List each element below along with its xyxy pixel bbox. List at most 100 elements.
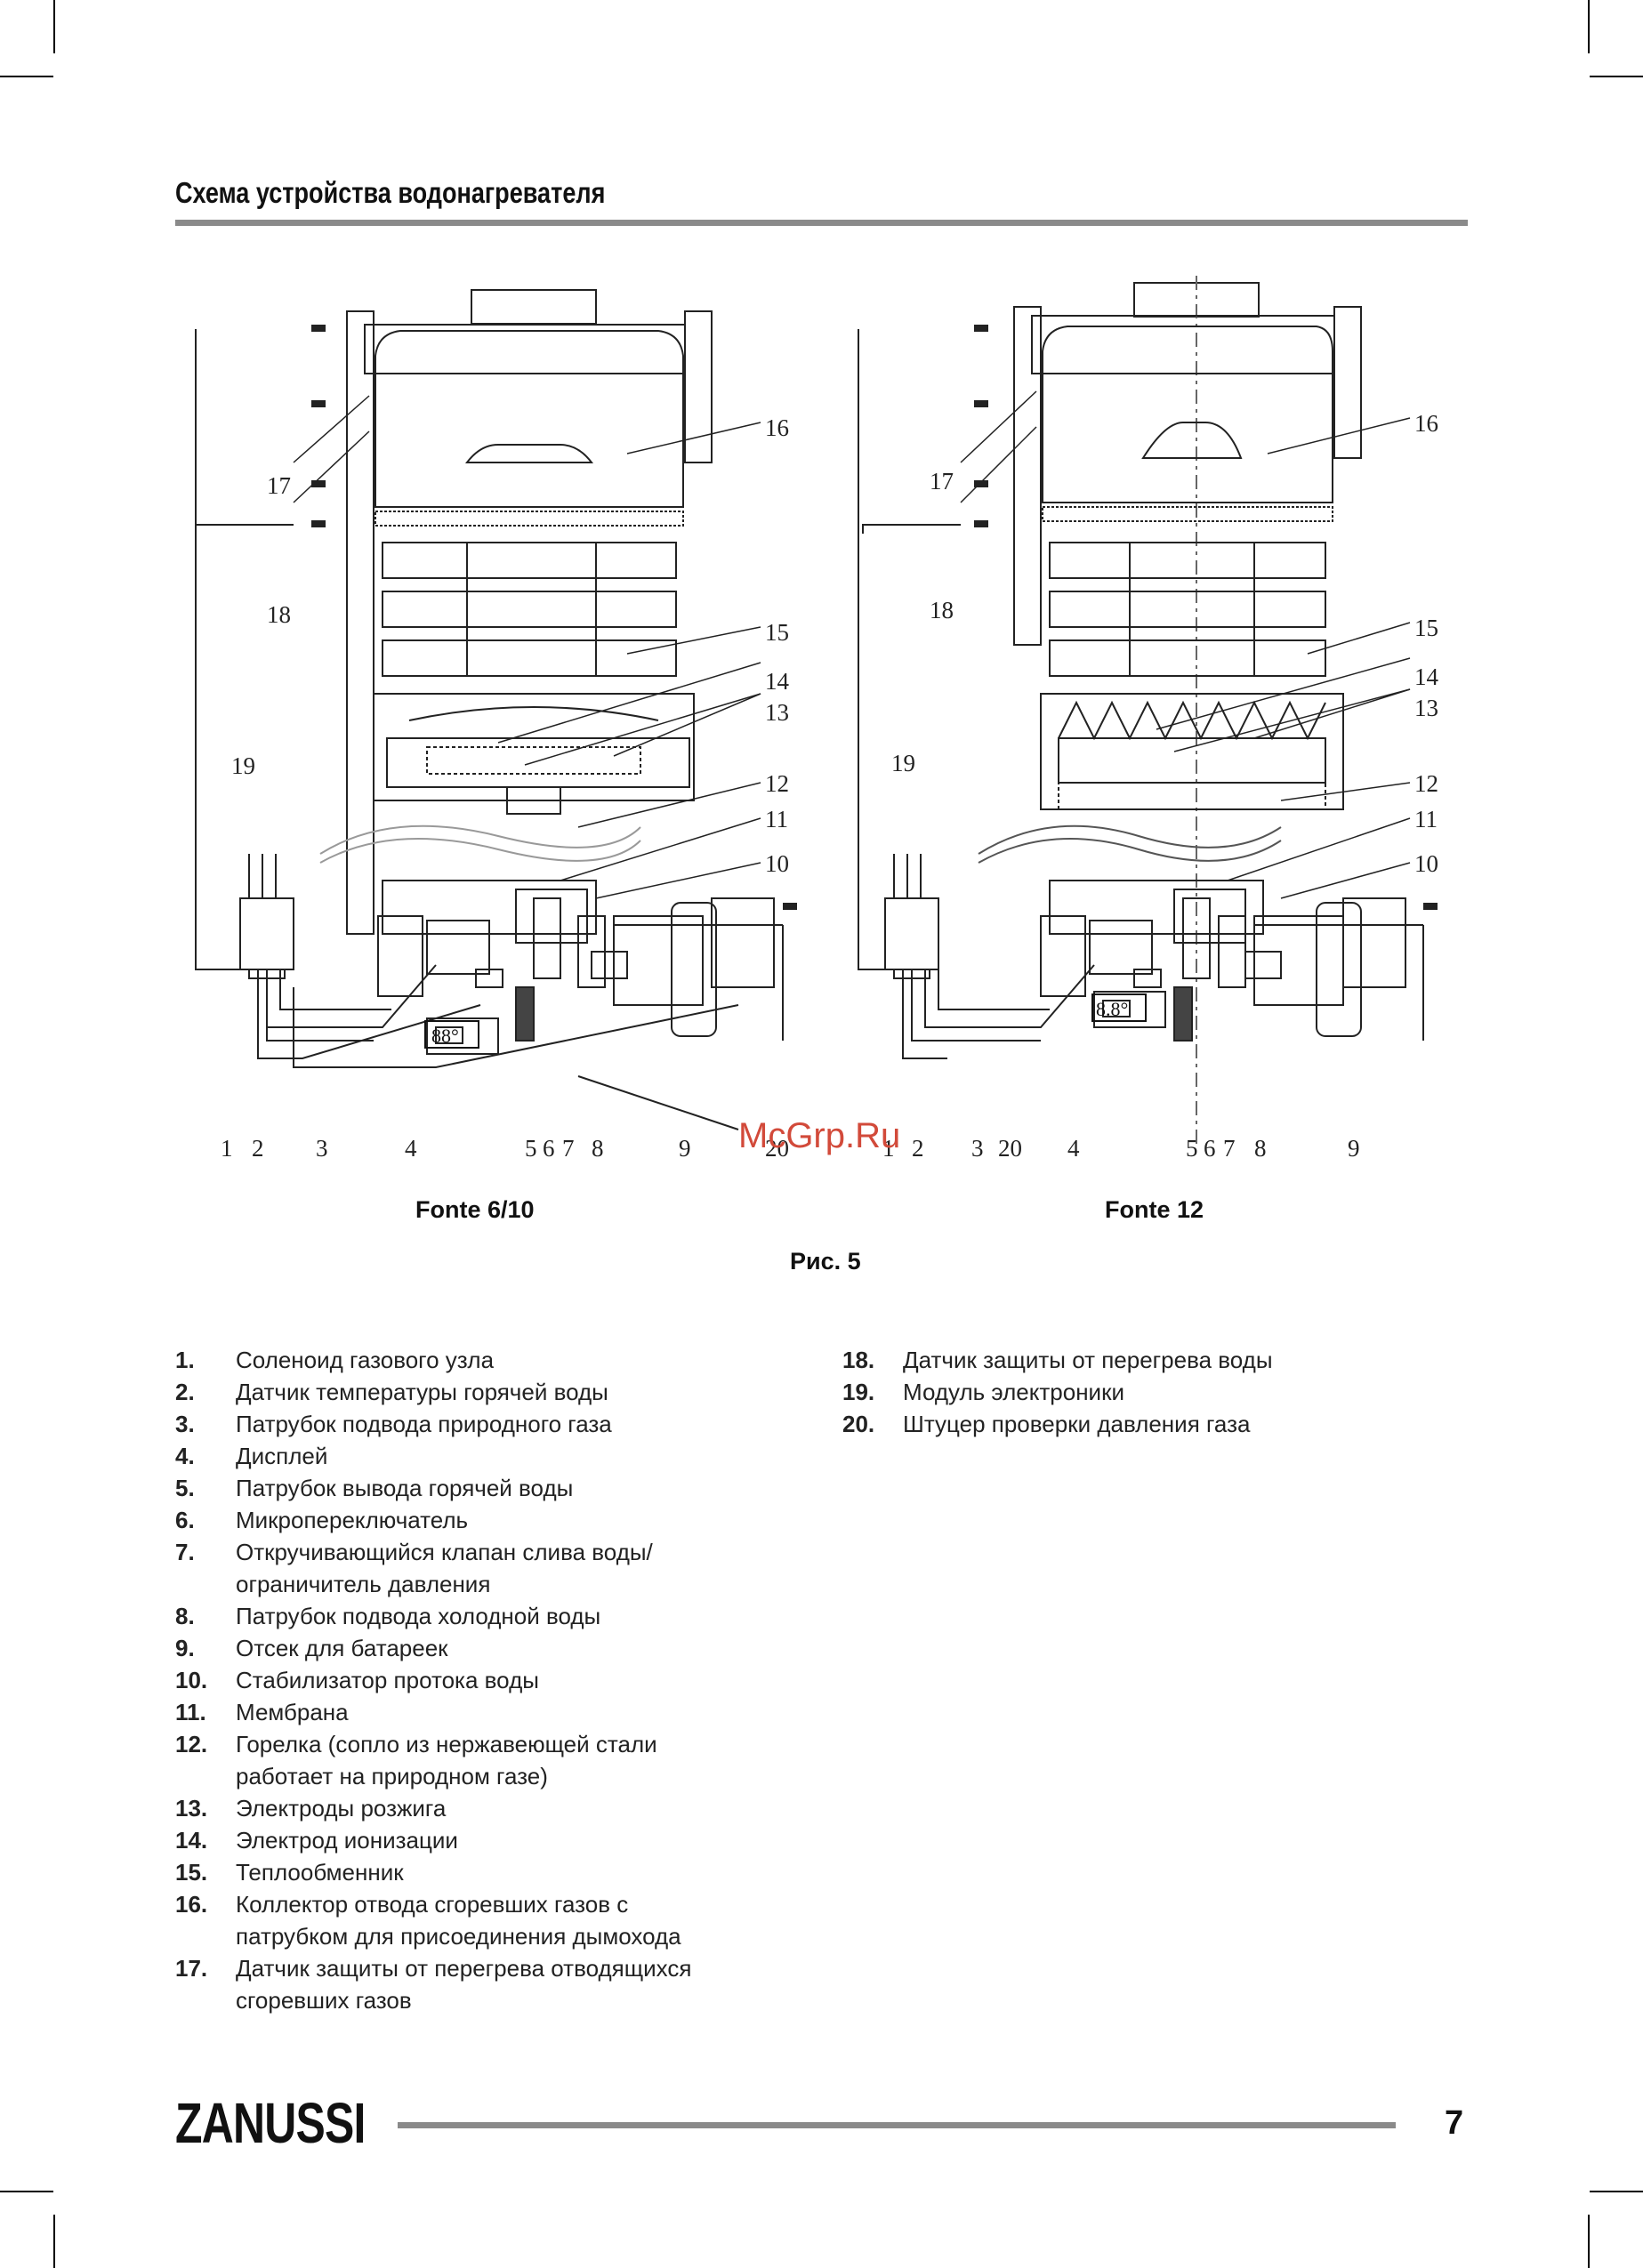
legend-text: Соленоид газового узла xyxy=(236,1347,495,1373)
right-display-readout: 8.8° xyxy=(1096,998,1128,1020)
legend-col2: 18. Датчик защиты от перегрева воды 19. Мод… xyxy=(842,1344,1483,1440)
legend-text: Откручивающийся клапан слива воды/ огран… xyxy=(236,1539,653,1597)
legend-text: Датчик защиты от перегрева воды xyxy=(903,1347,1273,1373)
callout-18: 18 xyxy=(930,597,954,623)
legend-item: 17.Датчик защиты от перегрева отводящихс… xyxy=(175,1952,816,2016)
callout-14: 14 xyxy=(765,668,790,695)
callout-4: 4 xyxy=(405,1135,417,1162)
callout-13: 13 xyxy=(765,699,789,726)
callout-19: 19 xyxy=(891,750,915,776)
callout-19: 19 xyxy=(231,752,255,779)
callout-1: 1 xyxy=(221,1135,233,1162)
callout-15: 15 xyxy=(1414,615,1438,641)
legend-text: Электроды розжига xyxy=(236,1795,447,1822)
page-title: Схема устройства водонагревателя xyxy=(175,176,606,209)
legend-text: Горелка (сопло из нержавеющей стали рабо… xyxy=(236,1731,657,1789)
callout-4: 4 xyxy=(1067,1135,1080,1162)
callout-18: 18 xyxy=(267,601,291,628)
legend-item: 2. Датчик температуры горячей воды xyxy=(175,1376,816,1408)
legend-number: 8. xyxy=(175,1603,195,1629)
legend-text: Патрубок подвода природного газа xyxy=(236,1411,612,1437)
callout-leaders xyxy=(293,390,1411,899)
legend-item: 1. Соленоид газового узла xyxy=(175,1344,816,1376)
legend-number: 18. xyxy=(842,1347,875,1373)
legend-number: 12. xyxy=(175,1731,208,1757)
crop-mark xyxy=(1590,2191,1643,2192)
watermark: McGrp.Ru xyxy=(738,1116,901,1155)
legend-text: Патрубок вывода горячей воды xyxy=(236,1475,574,1501)
legend-number: 1. xyxy=(175,1347,195,1373)
callout-2: 2 xyxy=(252,1135,264,1162)
legend-text: Микропереключатель xyxy=(236,1507,469,1533)
crop-mark xyxy=(0,2191,53,2192)
legend-item: 4. Дисплей xyxy=(175,1440,816,1472)
heater-diagram: 88° 8.8° 1 2 3 4 5 6 7 8 9 xyxy=(160,276,1494,1183)
legend-number: 2. xyxy=(175,1379,195,1405)
crop-mark xyxy=(1588,2215,1590,2268)
callout-3: 3 xyxy=(971,1135,984,1162)
legend-text: Мембрана xyxy=(236,1699,349,1725)
left-callouts: 1 2 3 4 5 6 7 8 9 10 11 12 13 14 15 16 1… xyxy=(221,414,790,1162)
callout-17: 17 xyxy=(930,468,954,495)
legend-number: 16. xyxy=(175,1891,208,1918)
legend-item: 15. Теплообменник xyxy=(175,1856,816,1888)
callout-10: 10 xyxy=(1414,850,1438,877)
legend-number: 5. xyxy=(175,1475,195,1501)
legend-col1: 1. Соленоид газового узла 2. Датчик темпера… xyxy=(175,1344,816,2016)
callout-8: 8 xyxy=(592,1135,604,1162)
left-display: 88° xyxy=(424,1020,479,1049)
legend-number: 19. xyxy=(842,1379,875,1405)
legend-number: 10. xyxy=(175,1667,208,1693)
legend-item: 9.Отсек для батареек xyxy=(175,1632,816,1664)
legend-number: 7. xyxy=(175,1539,195,1565)
callout-2: 2 xyxy=(912,1135,924,1162)
legend-number: 15. xyxy=(175,1859,208,1886)
callout-10: 10 xyxy=(765,850,789,877)
legend-text: Модуль электроники xyxy=(903,1379,1124,1405)
page-number: 7 xyxy=(1445,2104,1464,2142)
legend-number: 4. xyxy=(175,1443,195,1469)
left-display-readout: 88° xyxy=(431,1025,459,1047)
legend-number: 3. xyxy=(175,1411,195,1437)
legend-item: 20.Штуцер проверки давления газа xyxy=(842,1408,1483,1440)
callout-16: 16 xyxy=(765,414,789,441)
callout-9: 9 xyxy=(1348,1135,1360,1162)
right-unit-drawing xyxy=(858,276,1424,1147)
callout-5: 5 xyxy=(1186,1135,1198,1162)
legend-text: Электрод ионизации xyxy=(236,1827,458,1854)
legend-text: Датчик защиты от перегрева отводящихся с… xyxy=(236,1955,692,2014)
crop-mark xyxy=(1590,76,1643,77)
crop-mark xyxy=(53,0,55,53)
callout-14: 14 xyxy=(1414,664,1439,690)
legend-item: 19. Модуль электроники xyxy=(842,1376,1483,1408)
legend-text: Патрубок подвода холодной воды xyxy=(236,1603,601,1629)
legend-item: 3. Патрубок подвода природного газа xyxy=(175,1408,816,1440)
legend-text: Отсек для батареек xyxy=(236,1635,448,1661)
legend-item: 5. Патрубок вывода горячей воды xyxy=(175,1472,816,1504)
legend-text: Коллектор отвода сгоревших газов с патру… xyxy=(236,1891,681,1950)
legend-number: 6. xyxy=(175,1507,195,1533)
legend-text: Дисплей xyxy=(236,1443,328,1469)
callout-15: 15 xyxy=(765,619,789,646)
legend-text: Штуцер проверки давления газа xyxy=(903,1411,1251,1437)
callout-13: 13 xyxy=(1414,695,1438,721)
title-rule xyxy=(175,220,1468,226)
legend-item: 18. Датчик защиты от перегрева воды xyxy=(842,1344,1483,1376)
legend-item: 11. Мембрана xyxy=(175,1696,816,1728)
legend-text: Датчик температуры горячей воды xyxy=(236,1379,608,1405)
footer-rule xyxy=(398,2122,1396,2128)
callout-20: 20 xyxy=(998,1135,1022,1162)
left-unit-drawing xyxy=(195,289,784,1130)
callout-8: 8 xyxy=(1254,1135,1267,1162)
right-caption: Fonte 12 xyxy=(1105,1196,1204,1223)
legend-text: Теплообменник xyxy=(236,1859,404,1886)
legend-item: 10. Стабилизатор протока воды xyxy=(175,1664,816,1696)
callout-5: 5 xyxy=(525,1135,537,1162)
crop-mark xyxy=(53,2215,55,2268)
legend-number: 11. xyxy=(175,1699,206,1725)
right-display: 8.8° xyxy=(1091,993,1147,1022)
legend-item: 8. Патрубок подвода холодной воды xyxy=(175,1600,816,1632)
callout-11: 11 xyxy=(765,806,788,832)
legend-text: Стабилизатор протока воды xyxy=(236,1667,539,1693)
legend-number: 14. xyxy=(175,1827,208,1854)
